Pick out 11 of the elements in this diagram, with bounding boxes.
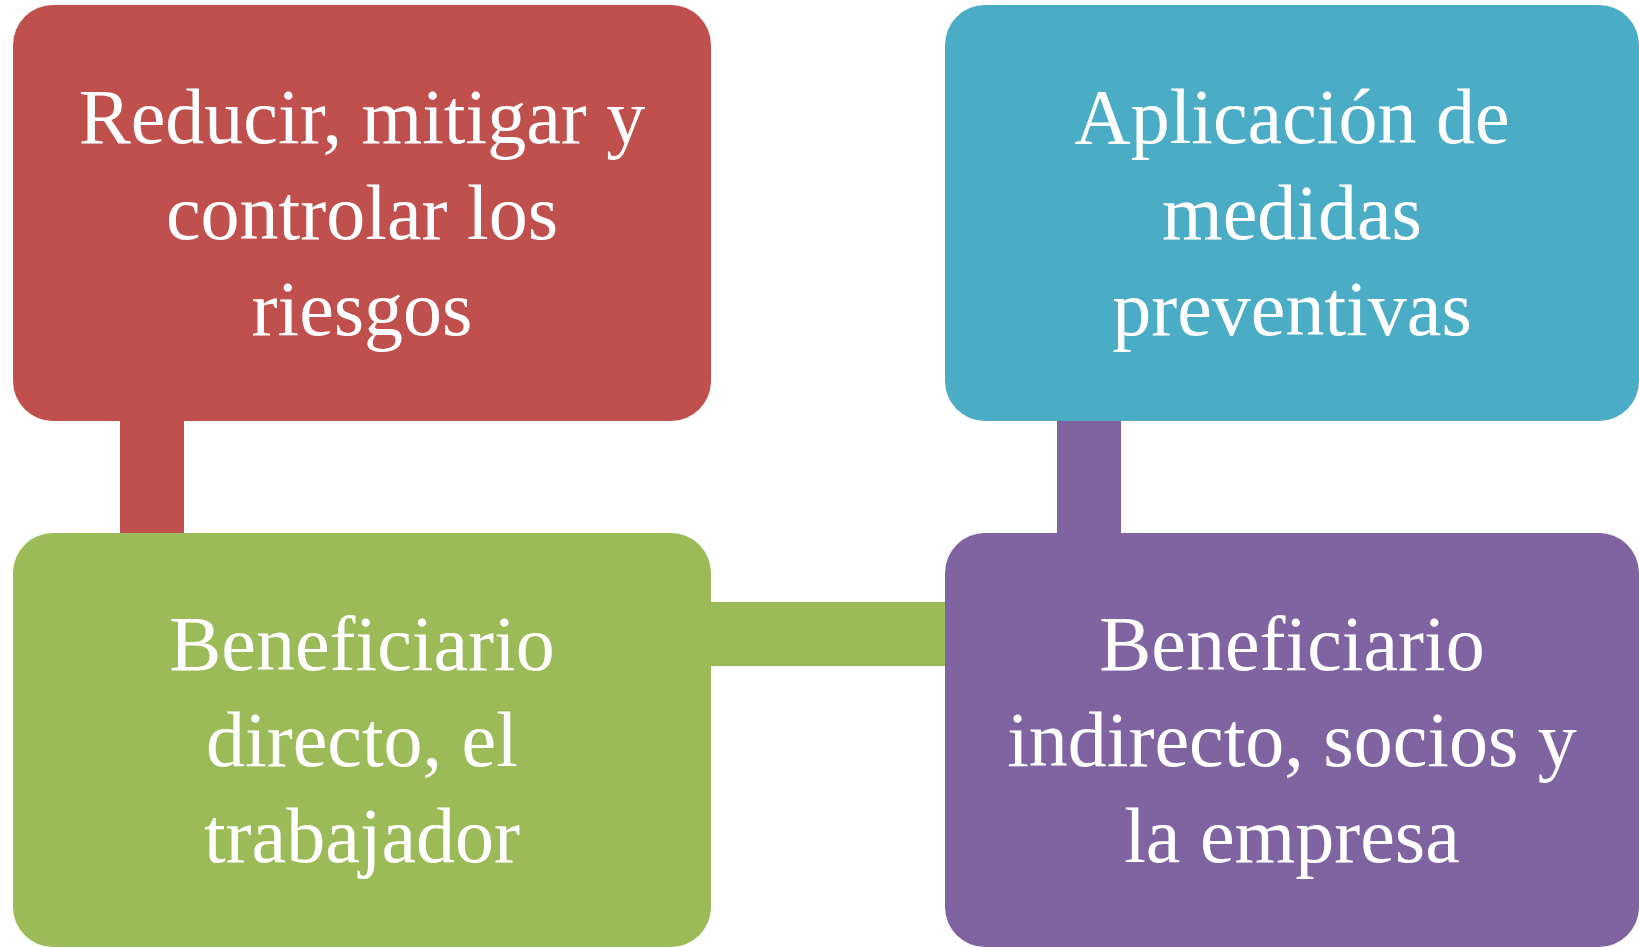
process-box <box>945 5 1639 421</box>
connector-bar <box>1057 421 1121 533</box>
process-box <box>13 5 711 421</box>
process-box <box>13 533 711 947</box>
connector-bar <box>120 421 184 533</box>
connector-bar <box>711 602 945 666</box>
box-text: Beneficiario indirecto, socios y la empresa <box>1006 599 1578 881</box>
box-text: Reducir, mitigar y controlar los riesgos <box>77 72 647 354</box>
process-box <box>945 533 1639 947</box>
box-text: Beneficiario directo, el trabajador <box>168 599 556 881</box>
box-text: Aplicación de medidas preventivas <box>1073 72 1511 354</box>
